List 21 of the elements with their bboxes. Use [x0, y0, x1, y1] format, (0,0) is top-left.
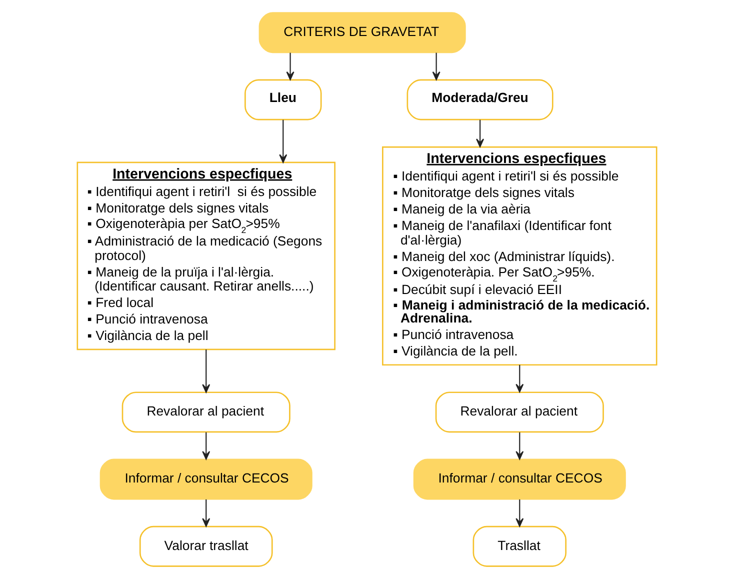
arrow — [516, 499, 524, 527]
arrow — [476, 120, 484, 148]
node-box: Trasllat — [472, 526, 566, 567]
node-box: Informar / consultar CECOS — [413, 458, 626, 500]
node-box: Revalorar al pacient — [435, 392, 604, 433]
node-box: CRITERIS DE GRAVETAT — [258, 12, 466, 54]
arrow — [202, 350, 210, 393]
node-box: Moderada/Greu — [406, 79, 554, 120]
arrow — [279, 120, 288, 163]
arrow — [202, 499, 210, 527]
node-box: Intervencions especfiques ▪ Identifiqui agent i retiri'l si és possible ▪ Monitoratge dels signes vitals ▪ Maneig de la via aèria ▪ Maneig de l'anafilaxi (Identificar font d'al·lèrgia) ▪ Maneig del xoc (Administrar líquids). ▪ Oxigenoteràpia. Per SatO$_{2}$>95%. ▪ Decúbit supí i elevació EEII ▪ Maneig i administració de la medicació. Adrenalina. ▪ Punció intravenosa ▪ Vigilància de la pell. — [382, 146, 658, 366]
node-box: Revalorar al pacient — [122, 392, 290, 433]
node-box: Lleu — [244, 79, 322, 120]
node-box: Intervencions especfiques ▪ Identifiqui agent i retiri'l si és possible ▪ Monitoratge dels signes vitals ▪ Oxigenoteràpia per SatO$_{2}$>95% ▪ Administració de la medicació (Segons protocol) ▪ Maneig de la pruïja i l'al·lèrgia. (Identificar causant. Retirar anells.....) ▪ Fred local ▪ Punció intravenosa ▪ Vigilància de la pell — [76, 162, 336, 350]
node-box: Valorar trasllat — [139, 526, 273, 567]
arrow — [202, 432, 210, 460]
node-box: Informar / consultar CECOS — [100, 458, 312, 500]
arrow — [432, 52, 440, 80]
arrow — [516, 432, 524, 460]
arrow — [516, 364, 524, 392]
arrow — [286, 52, 294, 80]
